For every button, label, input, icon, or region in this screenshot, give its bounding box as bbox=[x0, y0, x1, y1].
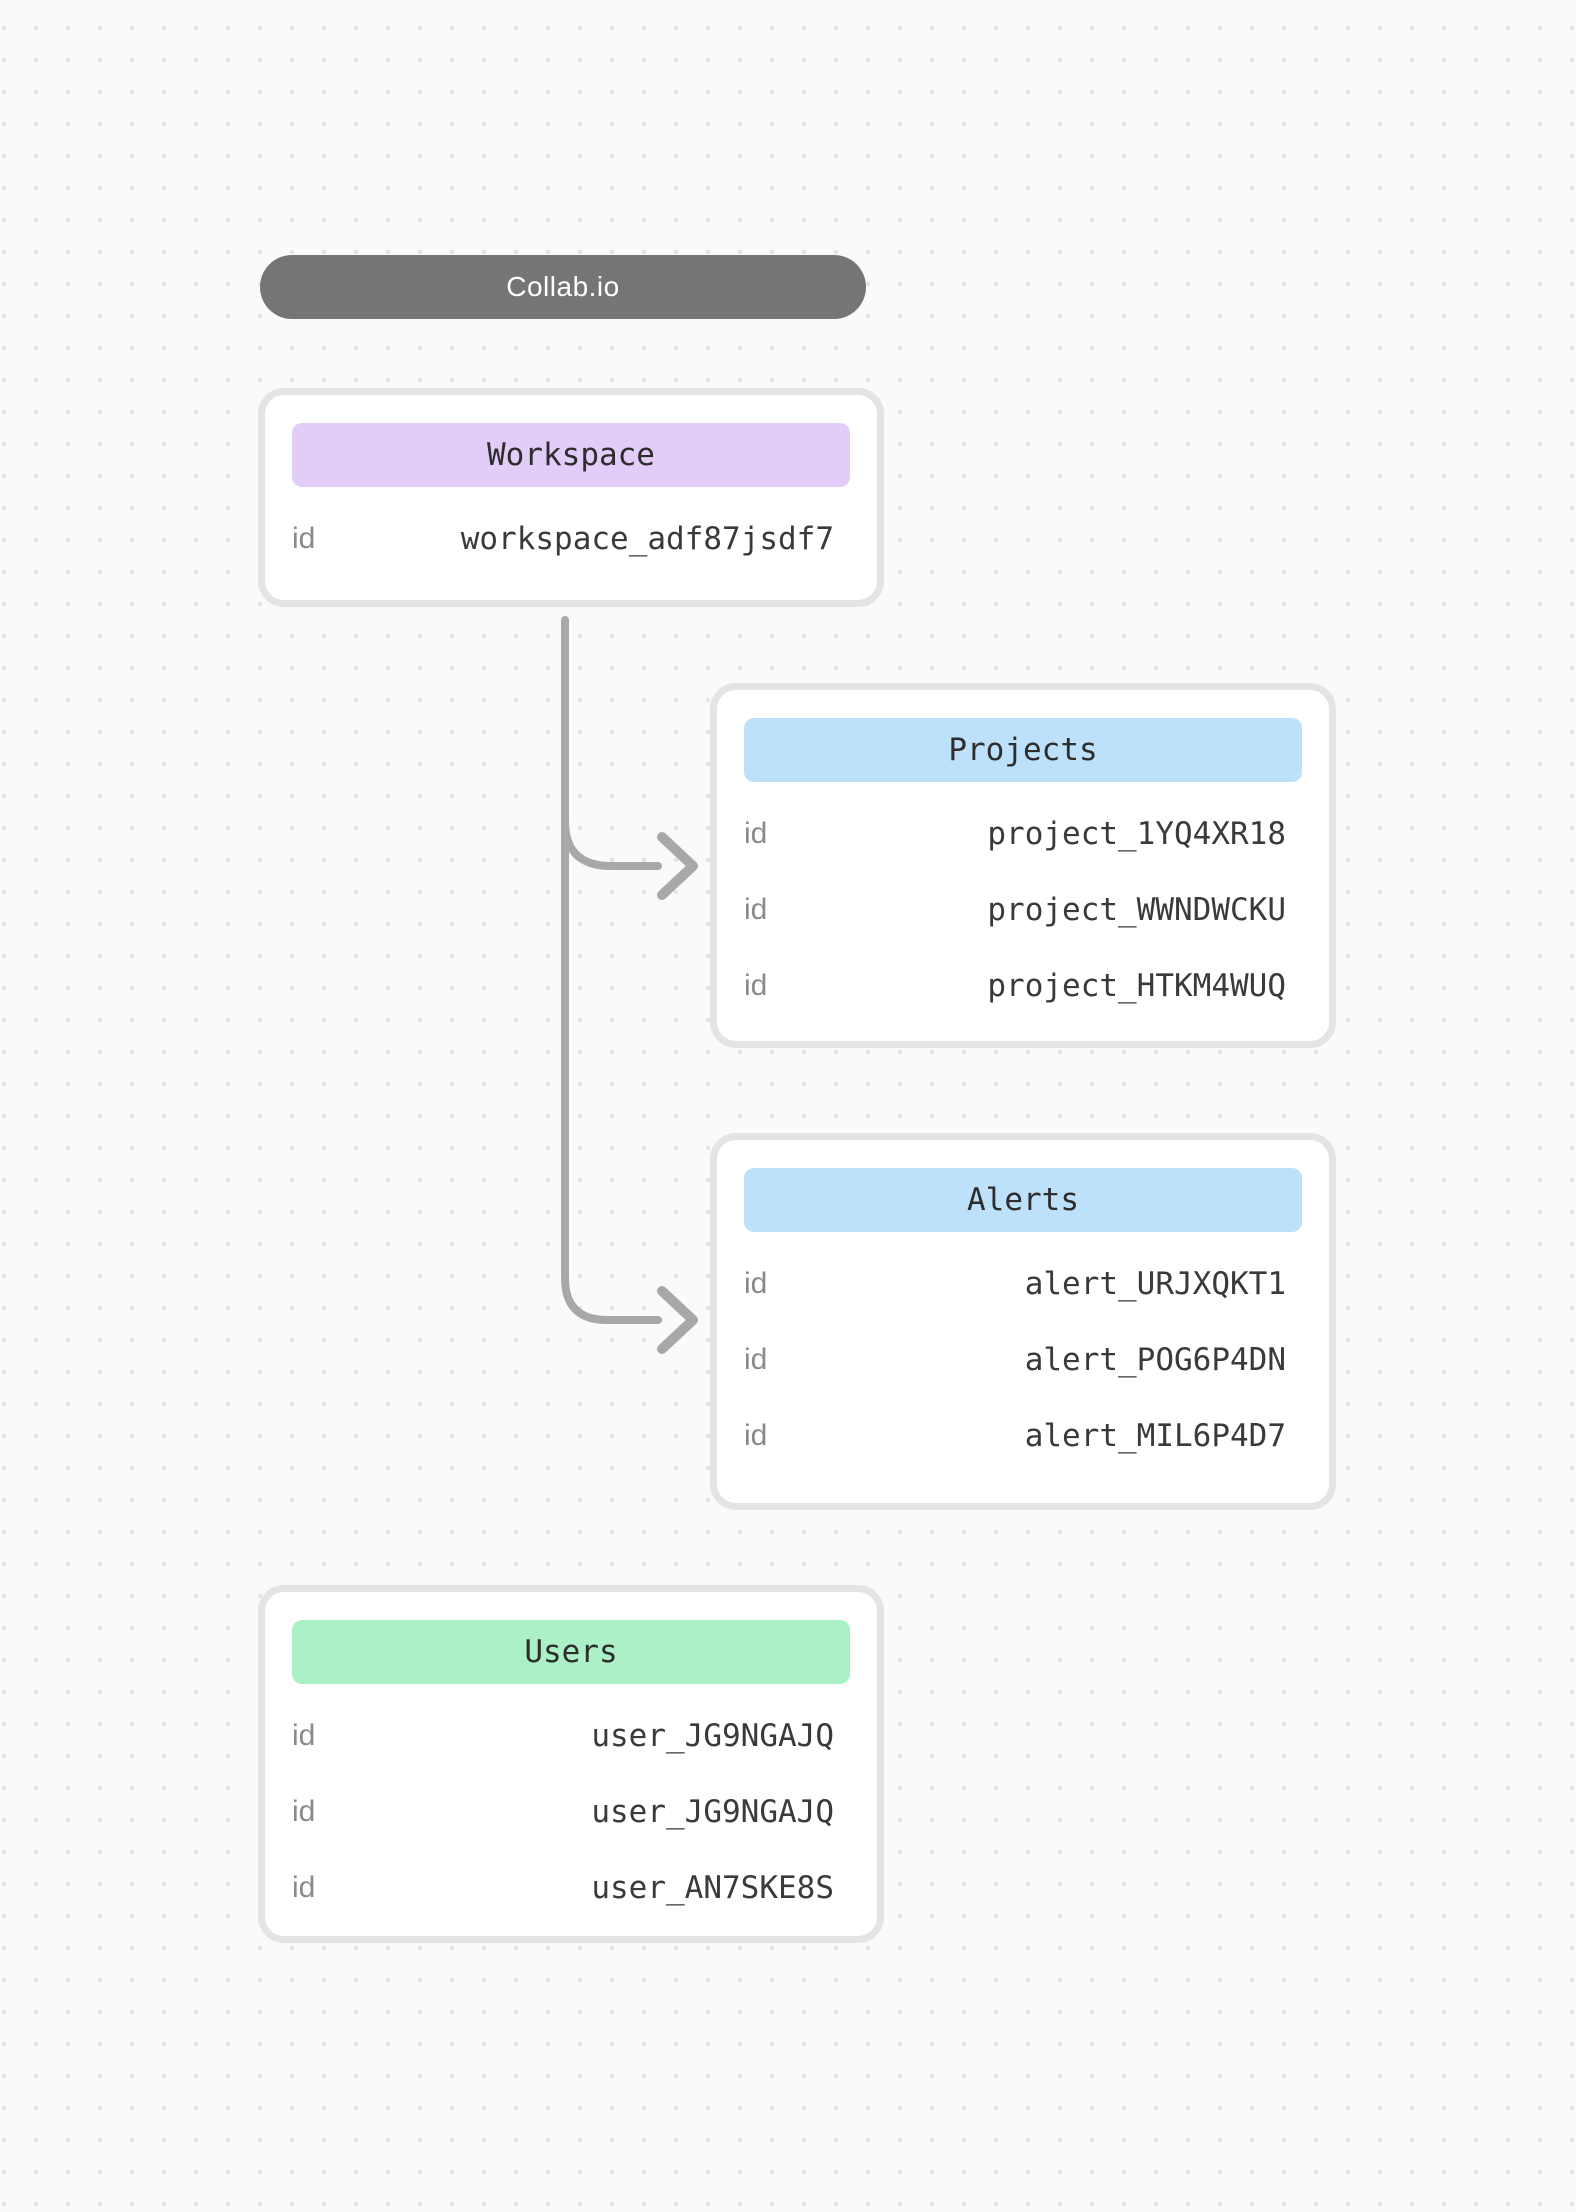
row-key-label: id bbox=[744, 1419, 768, 1452]
connector-workspace-to-alerts bbox=[561, 616, 662, 1324]
users-card[interactable]: Users id user_JG9NGAJQ id user_JG9NGAJQ … bbox=[258, 1585, 884, 1943]
table-row: id user_JG9NGAJQ bbox=[292, 1698, 850, 1774]
alerts-card-title: Alerts bbox=[967, 1182, 1079, 1218]
row-key-label: id bbox=[292, 1795, 316, 1828]
row-key-label: id bbox=[744, 1343, 768, 1376]
row-value: alert_MIL6P4D7 bbox=[1024, 1418, 1286, 1454]
table-row: id workspace_adf87jsdf7 bbox=[292, 501, 850, 577]
table-row: id alert_URJXQKT1 bbox=[744, 1246, 1302, 1322]
app-title: Collab.io bbox=[506, 271, 620, 302]
row-value: alert_URJXQKT1 bbox=[1024, 1266, 1286, 1302]
table-row: id project_HTKM4WUQ bbox=[744, 948, 1302, 1024]
app-title-pill[interactable]: Collab.io bbox=[260, 255, 866, 319]
projects-card-title: Projects bbox=[948, 732, 1098, 768]
row-key-label: id bbox=[744, 969, 768, 1002]
table-row: id alert_MIL6P4D7 bbox=[744, 1398, 1302, 1474]
row-key-label: id bbox=[744, 893, 768, 926]
row-key-label: id bbox=[744, 1267, 768, 1300]
workspace-card-title: Workspace bbox=[487, 437, 655, 473]
table-row: id project_1YQ4XR18 bbox=[744, 796, 1302, 872]
row-value: workspace_adf87jsdf7 bbox=[460, 521, 834, 557]
arrowhead-alerts-icon bbox=[657, 1286, 698, 1354]
table-row: id alert_POG6P4DN bbox=[744, 1322, 1302, 1398]
connector-workspace-to-projects bbox=[561, 817, 662, 870]
table-row: id user_JG9NGAJQ bbox=[292, 1774, 850, 1850]
users-card-title: Users bbox=[524, 1634, 618, 1670]
row-key-label: id bbox=[292, 522, 316, 555]
projects-card-header: Projects bbox=[744, 718, 1302, 782]
workspace-card-header: Workspace bbox=[292, 423, 850, 487]
alerts-rows: id alert_URJXQKT1 id alert_POG6P4DN id a… bbox=[744, 1246, 1302, 1474]
alerts-card-header: Alerts bbox=[744, 1168, 1302, 1232]
table-row: id project_WWNDWCKU bbox=[744, 872, 1302, 948]
users-card-header: Users bbox=[292, 1620, 850, 1684]
workspace-rows: id workspace_adf87jsdf7 bbox=[292, 501, 850, 577]
row-value: alert_POG6P4DN bbox=[1024, 1342, 1286, 1378]
row-key-label: id bbox=[292, 1871, 316, 1904]
row-key-label: id bbox=[292, 1719, 316, 1752]
row-value: project_WWNDWCKU bbox=[987, 892, 1286, 928]
row-key-label: id bbox=[744, 817, 768, 850]
projects-card[interactable]: Projects id project_1YQ4XR18 id project_… bbox=[710, 683, 1336, 1048]
row-value: project_1YQ4XR18 bbox=[987, 816, 1286, 852]
table-row: id user_AN7SKE8S bbox=[292, 1850, 850, 1926]
projects-rows: id project_1YQ4XR18 id project_WWNDWCKU … bbox=[744, 796, 1302, 1024]
alerts-card[interactable]: Alerts id alert_URJXQKT1 id alert_POG6P4… bbox=[710, 1133, 1336, 1510]
users-rows: id user_JG9NGAJQ id user_JG9NGAJQ id use… bbox=[292, 1698, 850, 1926]
row-value: project_HTKM4WUQ bbox=[987, 968, 1286, 1004]
workspace-card[interactable]: Workspace id workspace_adf87jsdf7 bbox=[258, 388, 884, 607]
row-value: user_JG9NGAJQ bbox=[591, 1718, 834, 1754]
row-value: user_AN7SKE8S bbox=[591, 1870, 834, 1906]
arrowhead-projects-icon bbox=[657, 832, 698, 900]
row-value: user_JG9NGAJQ bbox=[591, 1794, 834, 1830]
